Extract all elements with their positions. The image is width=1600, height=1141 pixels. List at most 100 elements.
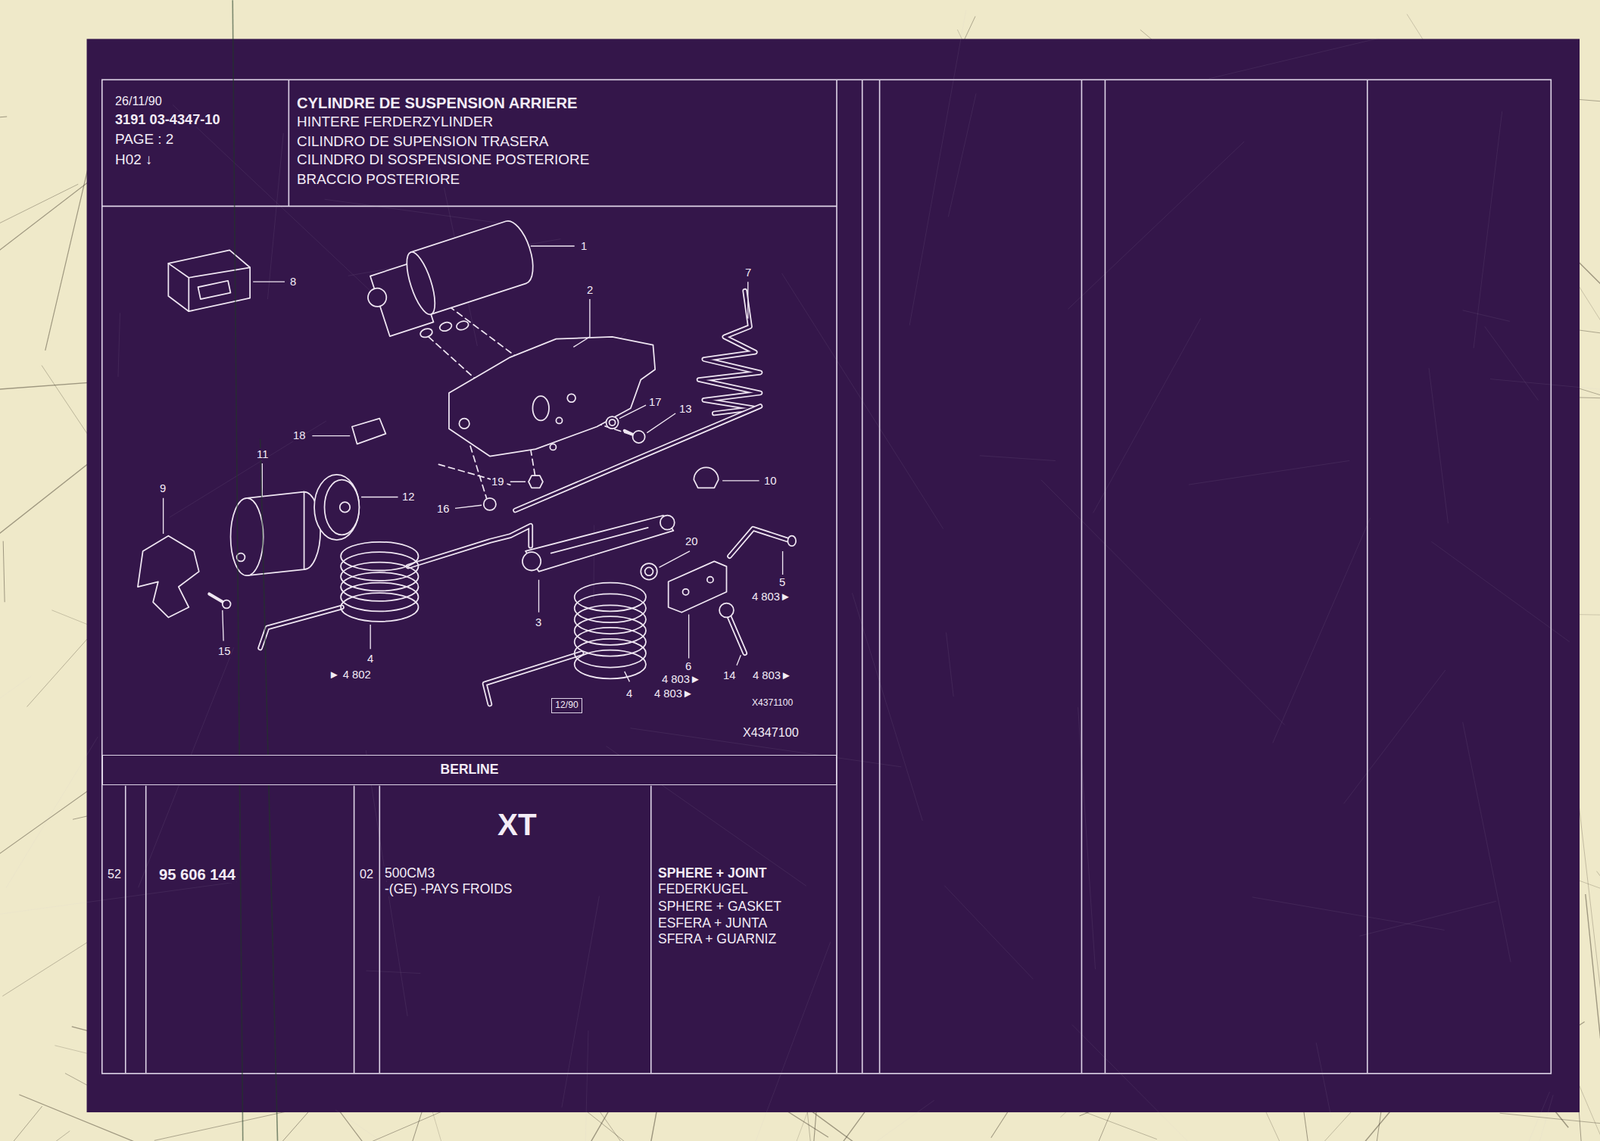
section-band: BERLINE [102, 754, 837, 786]
film-scratch [6, 736, 98, 888]
film-scratch [335, 1110, 528, 1141]
callout-number: 1 [580, 240, 588, 253]
film-scratch [1500, 1113, 1600, 1139]
part-illustration [340, 542, 418, 622]
sheet-frame [102, 79, 837, 206]
table-cell: X4347100 [742, 726, 800, 740]
film-scratch [1272, 517, 1371, 743]
part-illustration [549, 443, 556, 450]
header-text: PAGE : 2 [114, 131, 175, 148]
part-illustration [632, 430, 645, 443]
part-illustration [567, 393, 576, 403]
part-illustration [729, 528, 792, 556]
callout-number: 4 803► [751, 590, 793, 603]
film-scratch [1490, 379, 1600, 408]
film-scratch [324, 199, 505, 224]
part-illustration [230, 498, 264, 576]
film-scratch [948, 93, 977, 217]
film-scratch [3, 541, 5, 603]
part-illustration [168, 263, 250, 312]
table-cell: 02 [358, 867, 375, 882]
part-illustration [574, 583, 646, 612]
table-cell: 52 [106, 867, 122, 882]
part-illustration [222, 600, 231, 609]
callout-number: 4 803► [661, 673, 702, 686]
film-scratch [0, 9, 1600, 1141]
part-illustration [528, 475, 543, 488]
film-scratch [0, 1131, 70, 1141]
part-illustration [555, 417, 562, 424]
film-scratch [1428, 368, 1448, 524]
box-text: BERLINE [440, 762, 500, 777]
part-illustration [532, 396, 549, 421]
film-scratch [979, 455, 1056, 462]
film-scratch [232, 0, 243, 1141]
film-scratch [0, 184, 78, 315]
callout-number: 4 803► [751, 669, 793, 682]
callout-number: 8 [289, 275, 297, 288]
part-illustration [574, 639, 646, 668]
part-illustration [668, 561, 727, 612]
film-scratch [1344, 670, 1446, 804]
callout-number: 13 [678, 402, 693, 415]
callout-number: 19 [490, 475, 505, 488]
part-illustration [449, 336, 655, 457]
film-scratch [1596, 871, 1600, 973]
part-illustration [515, 406, 761, 511]
callout-number: 9 [159, 482, 167, 495]
callout-number: 18 [292, 429, 306, 442]
header-text: BRACCIO POSTERIORE [296, 171, 461, 188]
part-illustration [640, 563, 658, 581]
part-illustration [352, 418, 386, 445]
part-illustration [693, 467, 718, 488]
film-scratch [1209, 37, 1379, 78]
part-illustration [339, 502, 350, 512]
part-illustration [515, 406, 761, 511]
header-text: 3191 03-4347-10 [114, 112, 222, 128]
film-scratch [731, 941, 831, 1141]
part-illustration [484, 653, 582, 705]
part-illustration [698, 290, 761, 414]
film-scratch [260, 439, 278, 1141]
sheet-frame [87, 38, 1581, 1113]
part-illustration [574, 605, 646, 634]
part-illustration [660, 515, 675, 531]
film-scratch [1585, 894, 1600, 1141]
part-illustration [574, 593, 646, 623]
table-cell: 95 606 144 [158, 866, 237, 883]
table-cell: SFERA + GUARNIZ [657, 932, 777, 947]
table-cell: -(GE) -PAYS FROIDS [383, 882, 514, 897]
callout-number: 11 [255, 448, 269, 461]
part-illustration [484, 653, 582, 705]
part-illustration [574, 627, 646, 657]
film-scratch [232, 0, 278, 1141]
part-illustration [198, 280, 231, 300]
film-scratch [946, 632, 955, 696]
callout-number: 4 803► [653, 687, 695, 700]
part-illustration [605, 416, 618, 429]
part-illustration [574, 650, 646, 680]
film-scratch [909, 9, 967, 326]
film-scratch [0, 1106, 43, 1141]
film-scratch [1252, 897, 1445, 930]
film-scratch [585, 1030, 589, 1141]
film-scratch [1359, 901, 1497, 936]
box-text: 12/90 [555, 700, 578, 711]
part-illustration [260, 525, 531, 649]
table-cell: X4371100 [751, 698, 794, 708]
sheet-title: CYLINDRE DE SUSPENSION ARRIERE [296, 94, 579, 112]
part-illustration [719, 603, 734, 618]
film-scratch [0, 14, 1600, 1141]
table-cell: SPHERE + GASKET [657, 899, 783, 914]
part-illustration [438, 321, 453, 333]
part-illustration [574, 616, 646, 646]
part-illustration [365, 286, 390, 310]
film-scratch [1473, 111, 1503, 349]
film-scratch [118, 312, 121, 377]
film-scratch [0, 676, 32, 802]
film-scratch [1484, 326, 1539, 400]
callout-number: 20 [684, 535, 699, 548]
table-cell: FEDERKUGEL [657, 882, 749, 897]
part-illustration [314, 474, 359, 540]
